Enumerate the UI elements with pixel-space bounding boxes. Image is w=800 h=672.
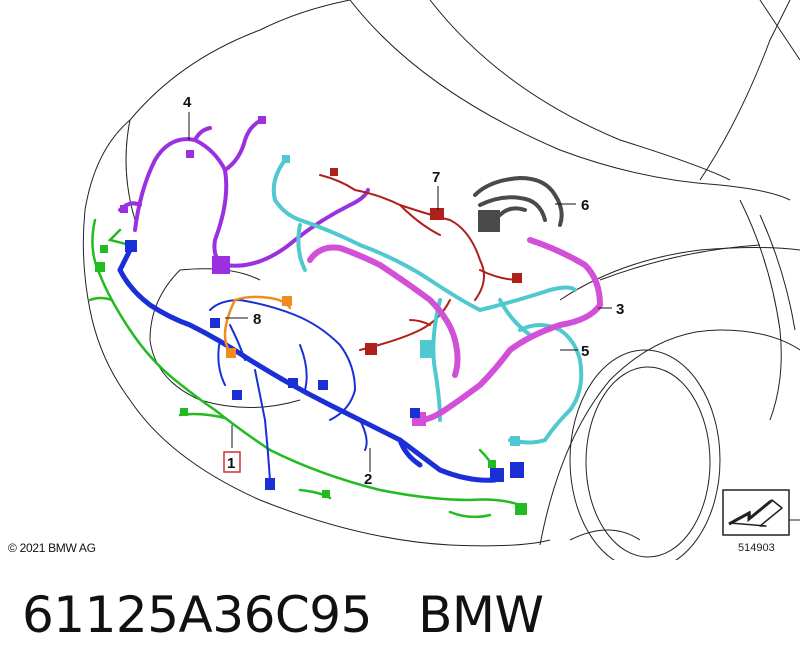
- diagram-reference-number: 514903: [738, 542, 775, 554]
- callout-5-label: 5: [581, 343, 589, 360]
- harness-6-battery: [473, 175, 564, 227]
- callout-2-label: 2: [364, 471, 372, 488]
- harness-8-connectors: [226, 296, 292, 358]
- part-number-caption: 61125A36C95 BMW: [22, 586, 544, 644]
- wiring-harness-diagram: 1 2 3 4 5 6 7 8: [82, 0, 800, 560]
- callout-leader-lines: [188, 112, 612, 472]
- harness-3-magenta: [307, 237, 604, 423]
- callout-3-label: 3: [616, 301, 624, 318]
- harness-4-connectors: [120, 116, 266, 274]
- callout-1-label: 1: [227, 455, 235, 472]
- callout-1-box: [223, 451, 241, 473]
- callout-4-label: 4: [183, 94, 192, 111]
- harness-5-connectors: [282, 155, 520, 446]
- copyright-notice: © 2021 BMW AG: [8, 541, 96, 555]
- callout-7-label: 7: [432, 169, 440, 186]
- orientation-arrow-icon: [722, 489, 790, 536]
- car-body-outline: [82, 0, 800, 560]
- harness-6-terminal: [478, 210, 500, 232]
- harness-1-connectors: [95, 245, 527, 515]
- harness-5-cyan: [271, 158, 584, 445]
- harness-4-upper-left: [118, 118, 370, 268]
- harness-7-connectors: [330, 168, 522, 355]
- callout-8-label: 8: [253, 311, 261, 328]
- callout-6-label: 6: [581, 197, 589, 214]
- harness-2-connectors: [125, 240, 524, 490]
